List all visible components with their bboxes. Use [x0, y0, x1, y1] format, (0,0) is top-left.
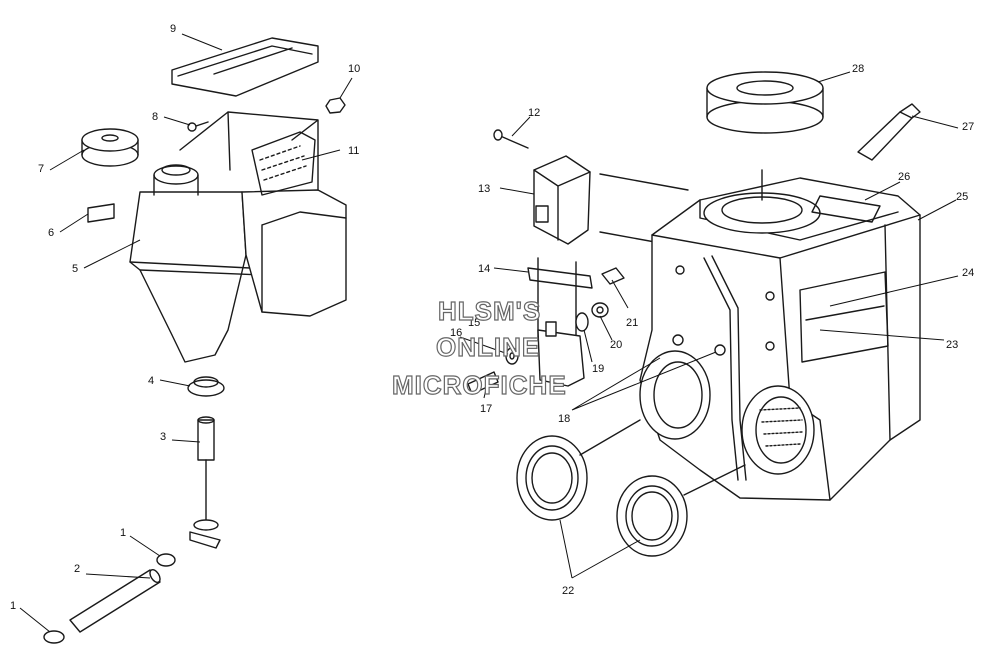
callout-10: 10 [348, 63, 360, 75]
callout-8: 8 [152, 111, 158, 123]
callout-28: 28 [852, 63, 864, 75]
grommet [187, 379, 225, 397]
callout-11: 11 [348, 145, 359, 157]
callout-9: 9 [170, 23, 176, 35]
callout-numbers: 1 2 1 3 4 5 6 7 8 9 10 11 12 13 14 15 16… [10, 23, 974, 612]
callout-6: 6 [48, 227, 54, 239]
electrical-parts [467, 129, 689, 395]
inlet-seal [516, 435, 588, 521]
callout-19: 19 [592, 363, 604, 375]
callout-26: 26 [898, 171, 910, 183]
callout-2: 2 [74, 563, 80, 575]
hose [69, 569, 161, 633]
level-sender [197, 419, 215, 461]
callout-13: 13 [478, 183, 490, 195]
cdi-box [533, 155, 591, 245]
callout-16: 16 [450, 327, 462, 339]
airbox-assembly [516, 71, 921, 557]
callout-5: 5 [72, 263, 78, 275]
oil-tank [129, 191, 247, 363]
callout-7: 7 [38, 163, 44, 175]
watermark-line-1: HLSM'S [438, 296, 541, 326]
callout-25: 25 [956, 191, 968, 203]
callout-27: 27 [962, 121, 974, 133]
ignition-coil [537, 329, 585, 387]
callout-17: 17 [480, 403, 492, 415]
hose-clamp [43, 630, 65, 644]
callout-21: 21 [626, 317, 638, 329]
watermark: HLSM'S ONLINE MICROFICHE [391, 295, 567, 400]
oil-tank-assembly [43, 37, 347, 644]
callout-4: 4 [148, 375, 154, 387]
callout-12: 12 [528, 107, 540, 119]
callout-20: 20 [610, 339, 622, 351]
leader-lines [19, 33, 959, 633]
foam-filter [706, 100, 824, 134]
hose-clamp [156, 553, 176, 567]
tank-lid [171, 37, 319, 97]
callout-3: 3 [160, 431, 166, 443]
strap [857, 111, 913, 161]
callout-1-b: 1 [120, 527, 126, 539]
callout-18: 18 [558, 413, 570, 425]
inlet-seal [616, 475, 688, 557]
callout-15: 15 [468, 317, 480, 329]
callout-22: 22 [562, 585, 574, 597]
callout-1-a: 1 [10, 600, 16, 612]
watermark-line-2: ONLINE [436, 332, 540, 362]
callout-24: 24 [962, 267, 974, 279]
watermark-line-3: MICROFICHE [392, 370, 567, 400]
callout-14: 14 [478, 263, 490, 275]
callout-23: 23 [946, 339, 958, 351]
